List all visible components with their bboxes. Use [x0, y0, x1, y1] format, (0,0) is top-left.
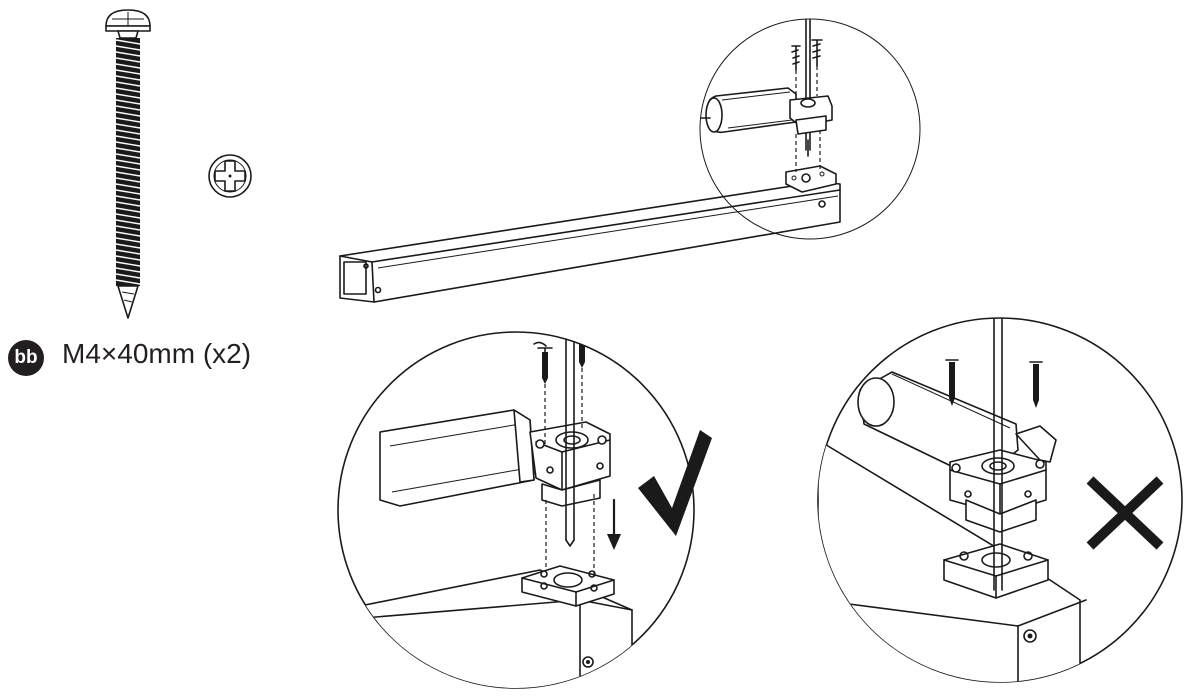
screw-icon — [105, 9, 151, 319]
correct-assembly-detail — [337, 331, 712, 689]
checkmark-icon — [638, 430, 712, 536]
incorrect-assembly-detail — [817, 317, 1183, 683]
cross-icon — [1086, 476, 1164, 550]
screw-head-icon — [208, 154, 252, 198]
hardware-spec-label: M4×40mm (x2) — [62, 338, 252, 369]
hardware-badge: bb — [8, 340, 44, 376]
down-arrow-icon — [607, 498, 621, 550]
motor-top-detail — [700, 19, 833, 172]
rail-overview — [339, 165, 841, 303]
